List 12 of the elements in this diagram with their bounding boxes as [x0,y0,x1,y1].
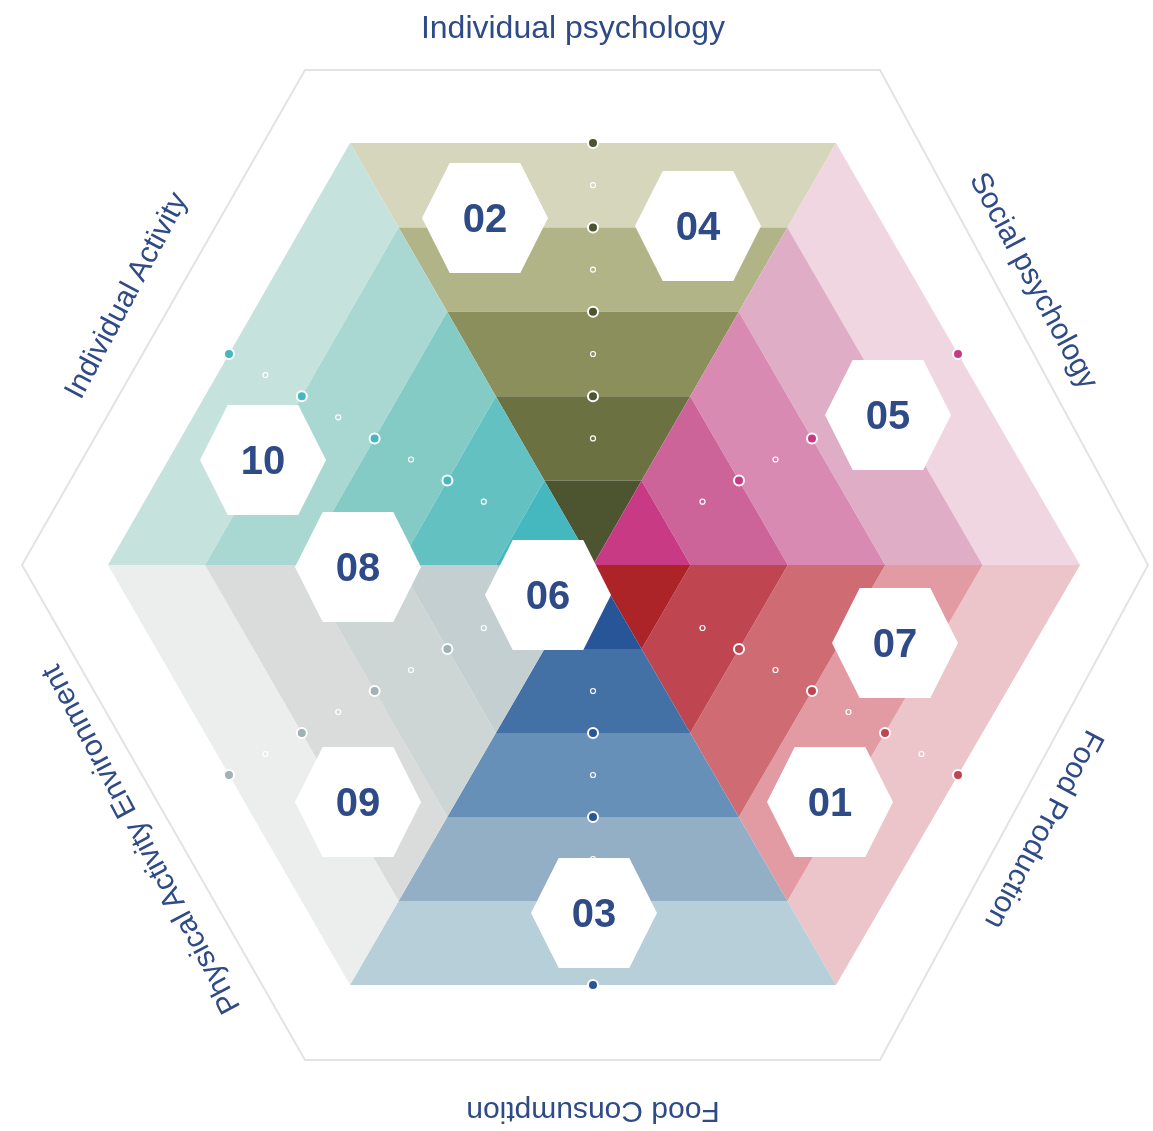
badge-number: 05 [865,395,911,435]
side-label: Individual psychology [420,10,726,46]
side-label: Food Consumption [466,1095,720,1129]
badge-number: 01 [807,782,853,822]
badge-number: 09 [335,782,381,822]
badge-number: 10 [240,440,286,480]
badge-number: 03 [571,893,617,933]
badge-number: 04 [675,206,721,246]
badge-number: 07 [872,623,918,663]
badge-number: 06 [525,575,571,615]
badge-number: 02 [462,198,508,238]
badge-number: 08 [335,547,381,587]
